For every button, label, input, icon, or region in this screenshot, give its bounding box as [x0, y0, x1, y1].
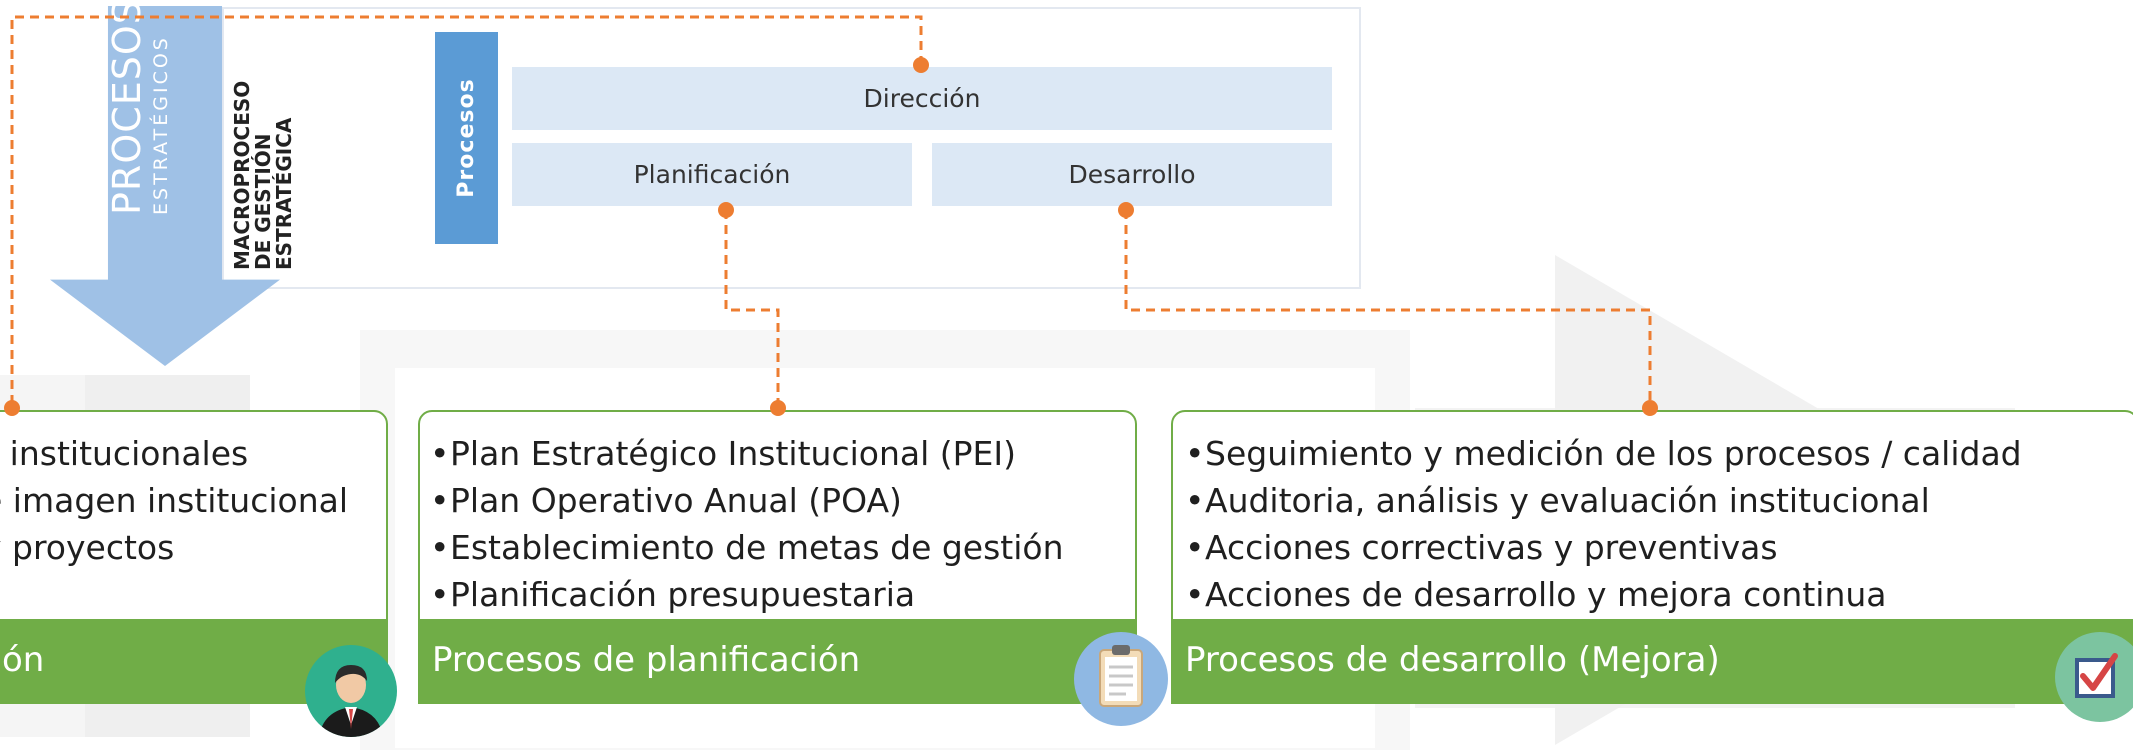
list-item: •Acciones correctivas y preventivas: [1185, 528, 1778, 567]
clipboard-icon: [1074, 632, 1168, 726]
businessman-icon: [305, 645, 397, 737]
card-planificacion-list: •Plan Estratégico Institucional (PEI) •P…: [420, 412, 1135, 618]
procesos-side-bar: Procesos: [435, 32, 498, 244]
checkbox-icon: [2055, 632, 2133, 722]
list-item: e imagen institucional: [0, 481, 349, 520]
connector-desarrollo: [1124, 210, 1652, 408]
connector-dot-gestion: [4, 400, 20, 416]
connector-dot-planificacion-card: [770, 400, 786, 416]
connector-dot-planificacion-top: [718, 202, 734, 218]
desarrollo-box: Desarrollo: [932, 143, 1332, 206]
list-item: •Planificación presupuestaria: [430, 575, 916, 614]
list-item: s institucionales: [0, 434, 249, 473]
card-gestion-title: ón: [2, 640, 45, 680]
list-item: •Seguimiento y medición de los procesos …: [1185, 434, 2022, 473]
connector-direccion-gestion: [10, 15, 923, 408]
list-item: y proyectos: [0, 528, 175, 567]
card-desarrollo-title: Procesos de desarrollo (Mejora): [1185, 640, 1720, 680]
card-desarrollo-footer: Procesos de desarrollo (Mejora): [1173, 619, 2133, 702]
connector-dot-desarrollo-top: [1118, 202, 1134, 218]
direccion-box: Dirección: [512, 67, 1332, 130]
list-item: •Plan Estratégico Institucional (PEI): [430, 434, 1016, 473]
card-planificacion-title: Procesos de planificación: [432, 640, 861, 680]
list-item: •Acciones de desarrollo y mejora continu…: [1185, 575, 1887, 614]
list-item: •Auditoria, análisis y evaluación instit…: [1185, 481, 1930, 520]
planificacion-box: Planificación: [512, 143, 912, 206]
list-item: •Establecimiento de metas de gestión: [430, 528, 1064, 567]
card-desarrollo: •Seguimiento y medición de los procesos …: [1171, 410, 2133, 704]
connector-dot-direccion: [913, 57, 929, 73]
card-gestion-list: s institucionales e imagen institucional…: [0, 412, 386, 571]
connector-dot-desarrollo-card: [1642, 400, 1658, 416]
connector-planificacion: [724, 210, 780, 408]
list-item: •Plan Operativo Anual (POA): [430, 481, 902, 520]
card-desarrollo-list: •Seguimiento y medición de los procesos …: [1173, 412, 2133, 618]
card-planificacion: •Plan Estratégico Institucional (PEI) •P…: [418, 410, 1137, 704]
card-planificacion-footer: Procesos de planificación: [420, 619, 1135, 702]
